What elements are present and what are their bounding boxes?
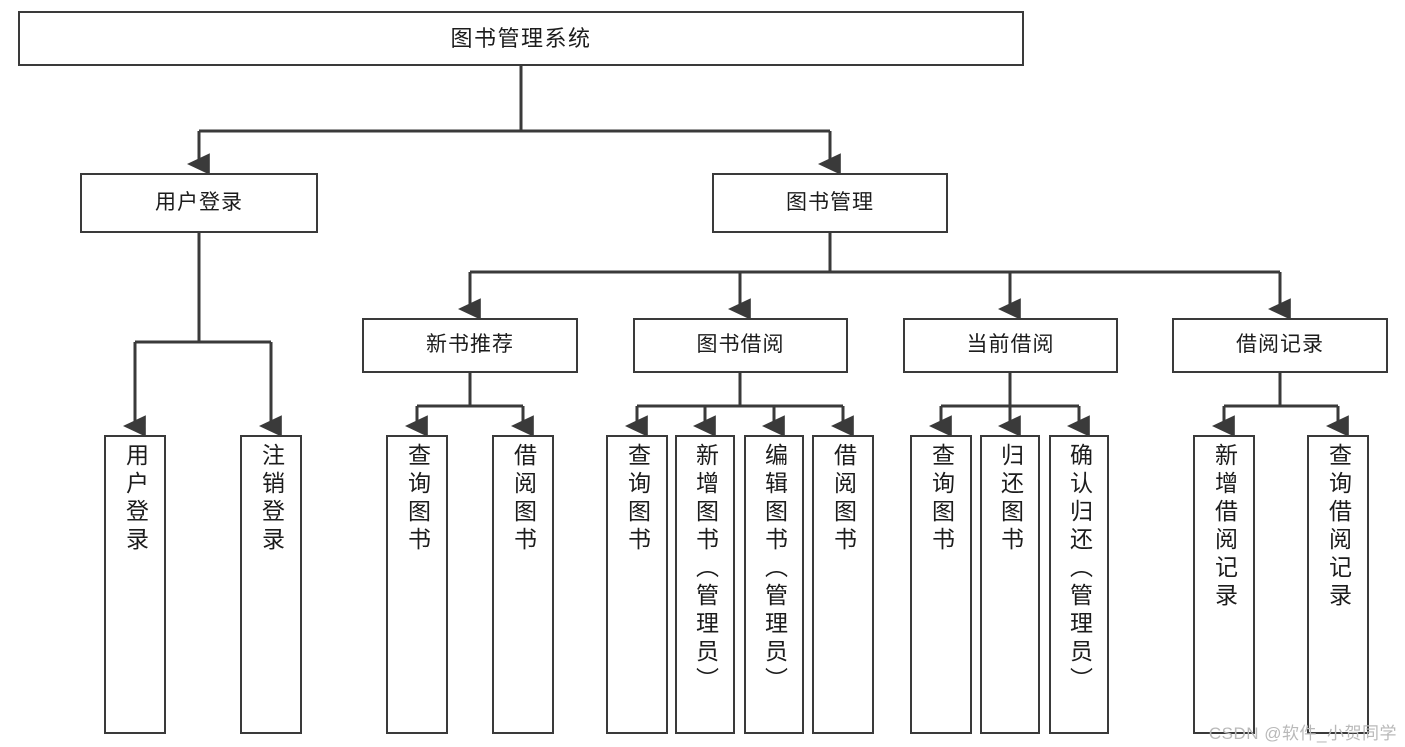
node-label: 新增借阅记录	[1211, 443, 1238, 611]
leaf-borrow-book[interactable]: 借阅图书	[812, 435, 874, 734]
node-label: 查询图书	[624, 443, 651, 555]
node-new-book-recommend[interactable]: 新书推荐	[362, 318, 578, 373]
node-label: 查询图书	[404, 443, 431, 555]
leaf-user-login[interactable]: 用户登录	[104, 435, 166, 734]
leaf-add-book-admin[interactable]: 新增图书（管理员）	[675, 435, 735, 734]
leaf-query-book-current[interactable]: 查询图书	[910, 435, 972, 734]
node-label: 借阅记录	[1236, 333, 1324, 357]
node-label: 查询借阅记录	[1325, 443, 1352, 611]
leaf-confirm-return-admin[interactable]: 确认归还（管理员）	[1049, 435, 1109, 734]
node-label: 用户登录	[122, 443, 149, 555]
csdn-watermark: CSDN @软件_小贺同学	[1208, 724, 1397, 743]
leaf-query-book-recommend[interactable]: 查询图书	[386, 435, 448, 734]
node-label: 归还图书	[997, 443, 1024, 555]
node-label: 用户登录	[155, 190, 243, 214]
node-label: 图书管理系统	[450, 25, 592, 51]
node-label: 图书借阅	[696, 333, 785, 357]
node-label: 查询图书	[928, 443, 955, 555]
leaf-logout[interactable]: 注销登录	[240, 435, 302, 734]
node-label: 借阅图书	[830, 443, 857, 555]
node-root-book-management-system[interactable]: 图书管理系统	[18, 11, 1024, 66]
node-borrow-record[interactable]: 借阅记录	[1172, 318, 1388, 373]
node-label: 新书推荐	[426, 333, 514, 357]
node-book-management[interactable]: 图书管理	[712, 173, 948, 233]
leaf-return-book[interactable]: 归还图书	[980, 435, 1040, 734]
node-label: 借阅图书	[510, 443, 537, 555]
node-label: 编辑图书（管理员）	[761, 443, 788, 695]
leaf-query-book-borrow[interactable]: 查询图书	[606, 435, 668, 734]
node-current-borrow[interactable]: 当前借阅	[903, 318, 1118, 373]
node-label: 注销登录	[258, 443, 285, 555]
leaf-query-borrow-record[interactable]: 查询借阅记录	[1307, 435, 1369, 734]
leaf-edit-book-admin[interactable]: 编辑图书（管理员）	[744, 435, 804, 734]
node-label: 新增图书（管理员）	[692, 443, 719, 695]
leaf-borrow-book-recommend[interactable]: 借阅图书	[492, 435, 554, 734]
node-user-login[interactable]: 用户登录	[80, 173, 318, 233]
node-label: 图书管理	[786, 190, 874, 214]
node-book-borrow[interactable]: 图书借阅	[633, 318, 848, 373]
leaf-add-borrow-record[interactable]: 新增借阅记录	[1193, 435, 1255, 734]
node-label: 当前借阅	[966, 333, 1055, 357]
node-label: 确认归还（管理员）	[1066, 443, 1093, 695]
